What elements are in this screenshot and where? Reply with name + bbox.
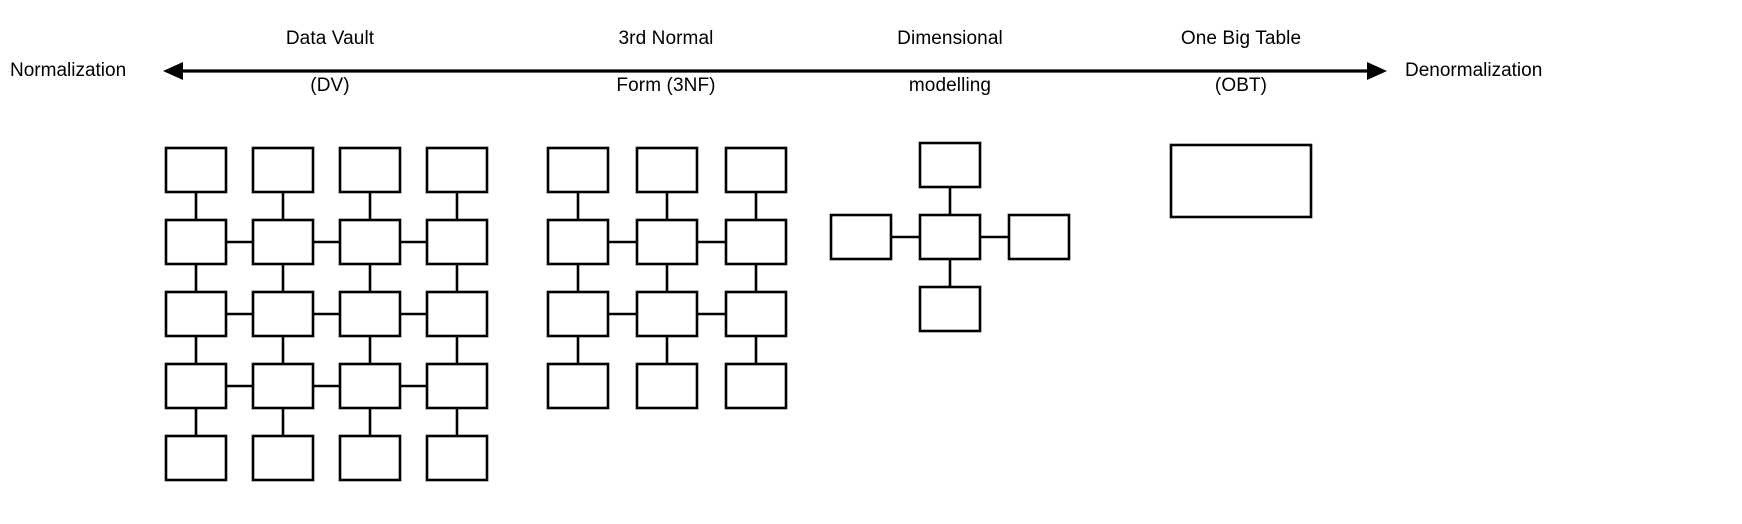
schema-box-left[interactable]	[829, 213, 893, 261]
schema-box[interactable]	[338, 290, 402, 338]
column-heading-line2: Form (3NF)	[616, 74, 716, 96]
schema-box[interactable]	[635, 146, 699, 194]
column-heading-line2: (DV)	[310, 74, 350, 96]
schema-box[interactable]	[546, 146, 610, 194]
schema-box[interactable]	[338, 434, 402, 482]
schema-box[interactable]	[251, 434, 315, 482]
schema-box[interactable]	[635, 362, 699, 410]
column-heading-line2: modelling	[908, 74, 992, 96]
axis-label-denormalization: Denormalization	[1405, 60, 1543, 81]
column-heading-third-normal-form: 3rd Normal Form (3NF)	[536, 3, 796, 97]
schema-box-center[interactable]	[918, 213, 982, 261]
column-heading-line1: 3rd Normal	[618, 27, 714, 49]
schema-box[interactable]	[724, 362, 788, 410]
schema-box[interactable]	[724, 218, 788, 266]
column-heading-line2: (OBT)	[1214, 74, 1268, 96]
arrow-right-icon	[1367, 62, 1387, 80]
column-heading-line1: Dimensional	[897, 27, 1003, 49]
schema-box-top[interactable]	[918, 141, 982, 189]
column-heading-line1: Data Vault	[285, 27, 375, 49]
arrow-left-icon	[163, 62, 183, 80]
axis-label-normalization: Normalization	[10, 60, 127, 81]
schema-box[interactable]	[425, 218, 489, 266]
schema-box[interactable]	[164, 362, 228, 410]
schema-box[interactable]	[425, 434, 489, 482]
schema-box[interactable]	[724, 290, 788, 338]
schema-box[interactable]	[425, 146, 489, 194]
schema-box[interactable]	[338, 218, 402, 266]
column-heading-one-big-table: One Big Table (OBT)	[1111, 3, 1371, 97]
column-heading-line1: One Big Table	[1180, 27, 1302, 49]
schema-box-right[interactable]	[1007, 213, 1071, 261]
schema-box-one-big-table[interactable]	[1169, 143, 1313, 219]
schema-box[interactable]	[338, 362, 402, 410]
column-heading-data-vault: Data Vault (DV)	[200, 3, 460, 97]
schema-box[interactable]	[338, 146, 402, 194]
schema-box[interactable]	[546, 218, 610, 266]
column-heading-dimensional-modelling: Dimensional modelling	[820, 3, 1080, 97]
schema-box[interactable]	[164, 290, 228, 338]
schema-box[interactable]	[251, 218, 315, 266]
schema-box[interactable]	[635, 218, 699, 266]
schema-box[interactable]	[251, 362, 315, 410]
schema-box[interactable]	[635, 290, 699, 338]
schema-box[interactable]	[546, 362, 610, 410]
schema-box[interactable]	[164, 434, 228, 482]
schema-box[interactable]	[164, 146, 228, 194]
schema-box-bottom[interactable]	[918, 285, 982, 333]
schema-box[interactable]	[251, 146, 315, 194]
schema-box[interactable]	[425, 290, 489, 338]
schema-box[interactable]	[251, 290, 315, 338]
schema-box[interactable]	[724, 146, 788, 194]
schema-box[interactable]	[546, 290, 610, 338]
schema-box[interactable]	[425, 362, 489, 410]
schema-box[interactable]	[164, 218, 228, 266]
